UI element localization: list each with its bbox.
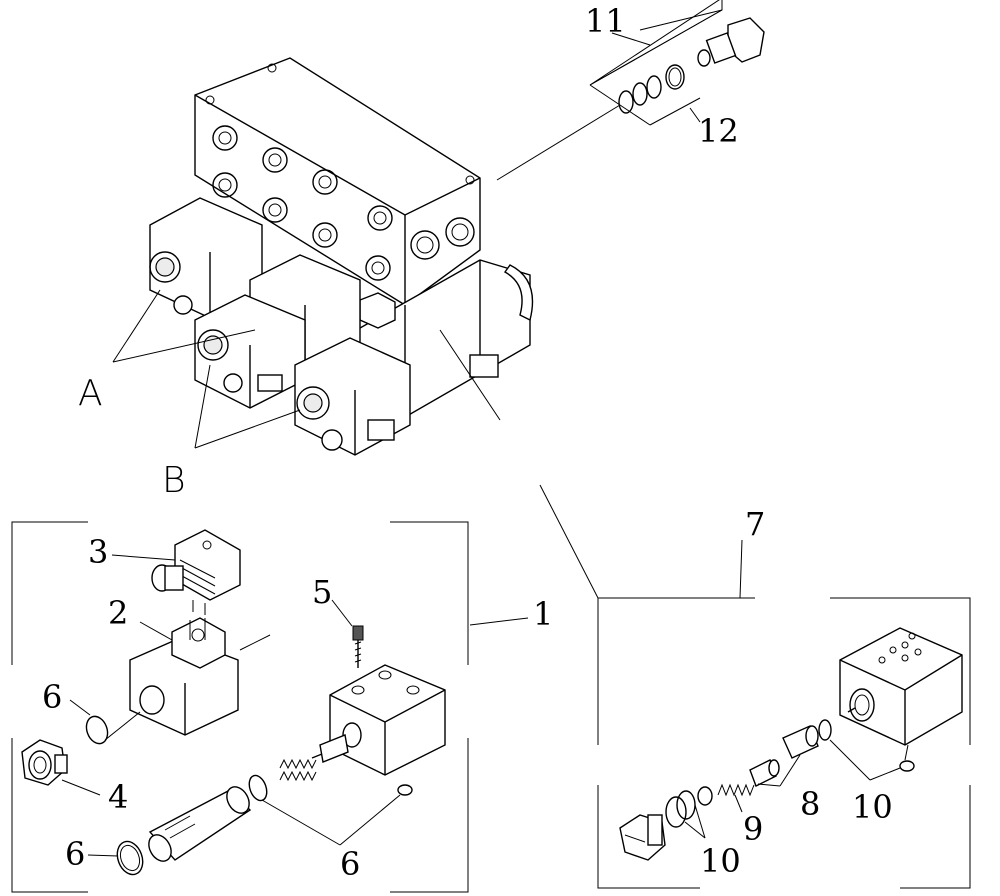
- part-10-seal-a: [697, 786, 713, 806]
- manifold-assembly: [149, 57, 534, 456]
- label-9: 9: [743, 810, 763, 848]
- part-5-bolt: [352, 625, 364, 668]
- label-B: B: [162, 460, 186, 501]
- label-6-lower-middle: 6: [340, 845, 360, 883]
- valve-cartridge: [148, 786, 252, 862]
- label-A: A: [78, 373, 103, 414]
- part-9-spring: [717, 783, 755, 797]
- label-6-upper: 6: [42, 678, 62, 716]
- label-10-bottom: 10: [700, 842, 741, 880]
- manifold-ports: [212, 125, 475, 281]
- label-5: 5: [312, 573, 332, 611]
- group-7-hex-plug: [619, 814, 666, 861]
- label-1: 1: [533, 595, 553, 633]
- group-7-frame: [597, 539, 971, 889]
- label-6-lower-left: 6: [65, 835, 85, 873]
- label-7: 7: [745, 505, 765, 543]
- label-12: 12: [698, 112, 739, 150]
- label-4: 4: [108, 778, 128, 816]
- group-1-frame: [11, 521, 529, 893]
- solenoid-a-upper: [149, 197, 263, 319]
- part-6-oring-upper: [85, 715, 109, 745]
- part-6-oring-middle: [248, 774, 268, 802]
- part-10-oring-upper: [818, 719, 832, 741]
- solenoid-b-front: [294, 337, 411, 456]
- part-10-seal-c: [665, 796, 687, 828]
- part-1-valve-block: [329, 664, 446, 776]
- label-10-right: 10: [852, 788, 893, 826]
- part-2-solenoid-coil: [129, 617, 271, 736]
- plug-with-seals-11-12: [589, 0, 765, 126]
- label-8: 8: [800, 785, 820, 823]
- part-8-poppet: [749, 725, 819, 787]
- label-11: 11: [585, 2, 626, 40]
- part-3-connector: [151, 529, 241, 615]
- solenoid-b-left: [194, 294, 306, 409]
- label-3: 3: [88, 533, 108, 571]
- part-7-valve-block: [839, 627, 963, 746]
- label-2: 2: [108, 594, 128, 632]
- spool-and-spring: [279, 734, 349, 782]
- part-6-oring-lower: [116, 840, 144, 876]
- part-4-nut: [21, 739, 68, 786]
